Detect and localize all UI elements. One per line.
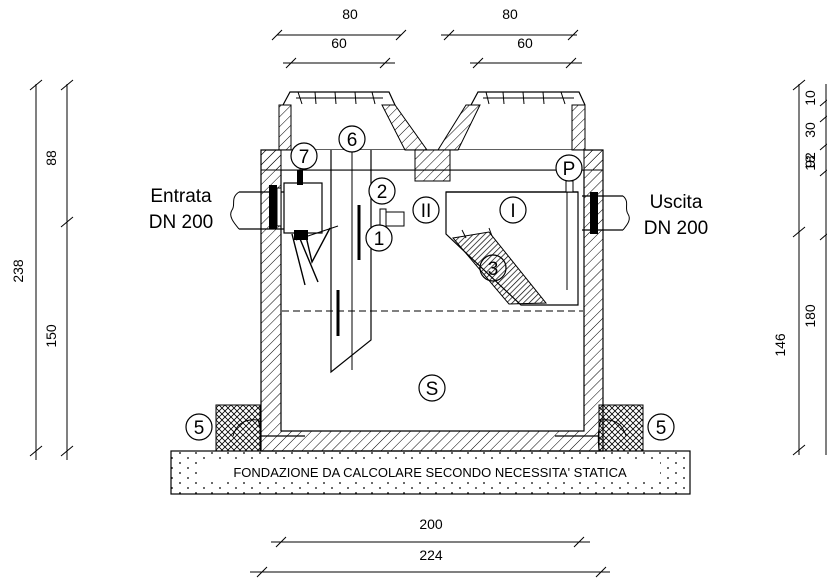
svg-text:238: 238 <box>10 259 26 283</box>
svg-text:30: 30 <box>802 122 818 138</box>
svg-text:60: 60 <box>517 35 533 51</box>
inlet-distributor <box>283 150 339 286</box>
foundation: FONDAZIONE DA CALCOLARE SECONDO NECESSIT… <box>170 450 691 495</box>
svg-text:6: 6 <box>347 130 358 151</box>
svg-text:I: I <box>510 201 515 222</box>
marker-roman-2: II <box>412 196 440 224</box>
dimension-right: 92 180 146 10 30 18 <box>772 79 827 456</box>
marker-2: 2 <box>368 177 396 205</box>
marker-7: 7 <box>290 142 318 170</box>
marker-5-right: 5 <box>647 413 675 441</box>
svg-text:224: 224 <box>419 547 443 563</box>
svg-text:60: 60 <box>331 35 347 51</box>
svg-text:3: 3 <box>488 259 499 280</box>
svg-text:150: 150 <box>43 324 59 348</box>
marker-3: 3 <box>479 254 507 282</box>
svg-text:5: 5 <box>656 418 667 439</box>
svg-text:180: 180 <box>802 304 818 328</box>
svg-text:2: 2 <box>377 182 388 203</box>
tank-walls <box>260 149 604 452</box>
outlet-pipe <box>582 192 630 234</box>
dimension-top-left: 80 60 <box>271 6 407 69</box>
access-shaft-right <box>437 91 586 151</box>
marker-1: 1 <box>365 224 393 252</box>
coalescing-chamber <box>445 180 579 306</box>
svg-text:1: 1 <box>374 229 385 250</box>
inlet-label-line2: DN 200 <box>149 212 213 233</box>
svg-text:80: 80 <box>502 6 518 22</box>
svg-text:10: 10 <box>802 90 818 106</box>
outlet-label-line1: Uscita <box>650 192 703 213</box>
svg-text:80: 80 <box>342 6 358 22</box>
baffle-plate <box>330 150 372 374</box>
outlet-label-line2: DN 200 <box>644 218 708 239</box>
inlet-label-line1: Entrata <box>150 186 212 207</box>
svg-text:7: 7 <box>299 147 310 168</box>
svg-text:5: 5 <box>194 418 205 439</box>
marker-s: S <box>418 374 446 402</box>
dimension-left: 238 88 150 <box>10 79 74 460</box>
marker-p: P <box>555 154 583 182</box>
svg-text:S: S <box>426 379 439 400</box>
svg-text:200: 200 <box>419 516 443 532</box>
svg-text:146: 146 <box>772 333 788 357</box>
svg-text:92: 92 <box>802 152 818 168</box>
access-shaft-left <box>278 91 428 151</box>
svg-text:88: 88 <box>43 150 59 166</box>
dimension-bottom: 200 224 <box>250 516 610 578</box>
svg-text:P: P <box>563 159 576 180</box>
svg-text:18: 18 <box>802 155 818 171</box>
foundation-label: FONDAZIONE DA CALCOLARE SECONDO NECESSIT… <box>233 465 627 480</box>
marker-5-left: 5 <box>185 413 213 441</box>
marker-6: 6 <box>338 125 366 153</box>
svg-text:II: II <box>421 201 432 222</box>
marker-roman-1: I <box>499 196 527 224</box>
dimension-top-right: 80 60 <box>441 6 582 69</box>
